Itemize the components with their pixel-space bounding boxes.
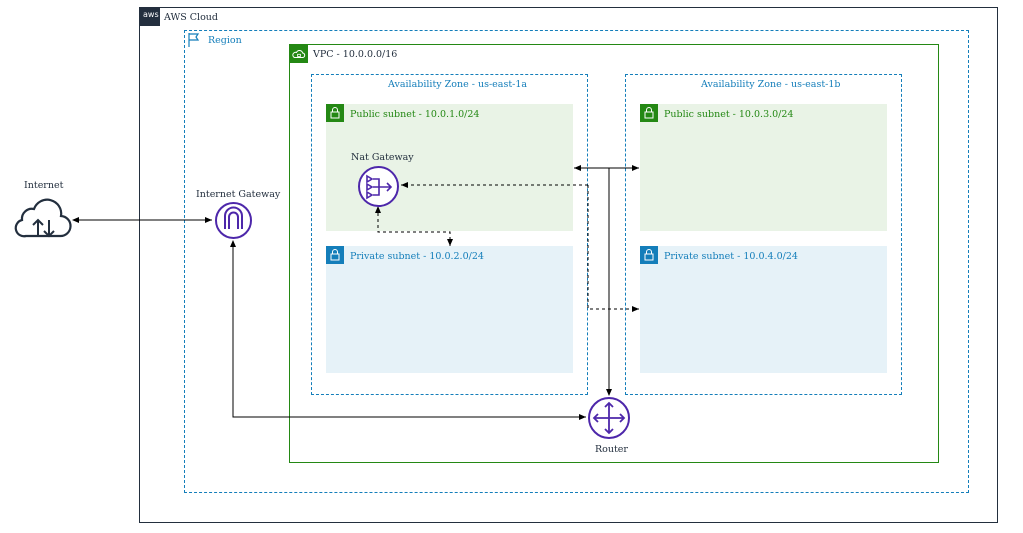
internet-node (12, 196, 74, 244)
router-label: Router (595, 444, 628, 455)
nat-gateway-node (357, 165, 400, 208)
edge-dashed-nat-private-subnet-1 (375, 206, 453, 246)
availability-zone-1b-label: Availability Zone - us-east-1b (701, 79, 841, 90)
private-subnet-2 (640, 246, 887, 373)
private-subnet-2-label: Private subnet - 10.0.4.0/24 (664, 251, 798, 262)
aws-cloud-label: AWS Cloud (164, 12, 218, 23)
availability-zone-1a-label: Availability Zone - us-east-1a (388, 79, 528, 90)
public-subnet-2-lock-icon (640, 104, 658, 122)
edge-igw-router (230, 240, 586, 420)
edge-dashed-route-private-subnet-2 (587, 185, 639, 312)
internet-gateway-icon (215, 202, 252, 239)
public-subnet-2-label: Public subnet - 10.0.3.0/24 (664, 109, 794, 120)
vpc-label: VPC - 10.0.0.0/16 (313, 49, 398, 60)
aws-logo-icon: aws (140, 8, 160, 26)
region-flag-icon (185, 31, 203, 49)
internet-gateway-node (214, 201, 253, 240)
region-group (184, 30, 969, 493)
public-subnet-1-label: Public subnet - 10.0.1.0/24 (350, 109, 480, 120)
cloud-upload-download-icon (14, 198, 72, 238)
aws-cloud-group (139, 7, 998, 523)
region-label: Region (208, 35, 242, 46)
vpc-cloud-icon (290, 45, 308, 63)
router-icon (588, 397, 630, 439)
availability-zone-1b (625, 74, 902, 395)
nat-gateway-icon (358, 166, 399, 207)
internet-gateway-label: Internet Gateway (196, 189, 281, 200)
router-node (587, 396, 631, 440)
public-subnet-2 (640, 104, 887, 231)
nat-gateway-label: Nat Gateway (351, 152, 414, 163)
internet-label: Internet (24, 180, 64, 191)
private-subnet-2-lock-icon (640, 246, 658, 264)
aws-logo-text: aws (143, 10, 159, 19)
public-subnet-1-lock-icon (326, 104, 344, 122)
